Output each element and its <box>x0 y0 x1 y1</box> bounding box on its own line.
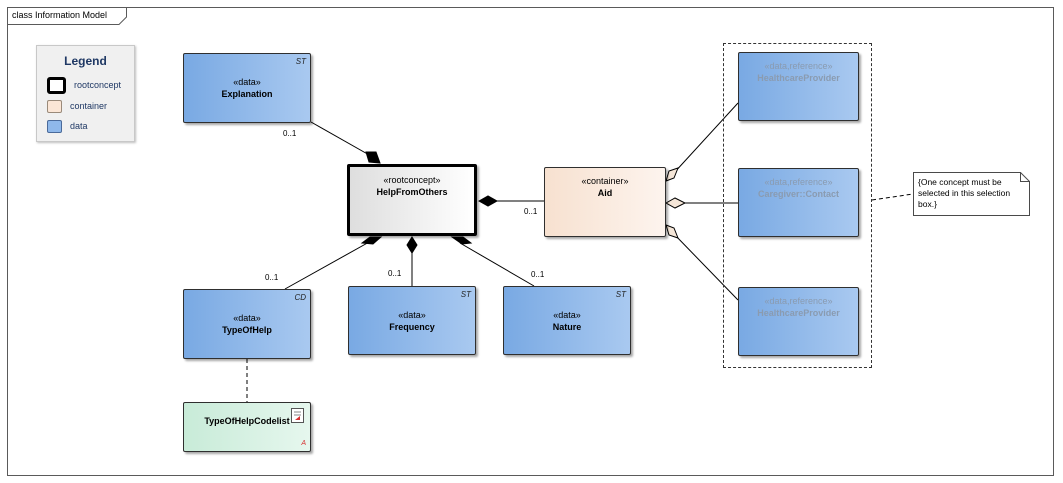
class-name: Aid <box>597 188 613 198</box>
stereotype: «rootconcept» <box>383 175 441 185</box>
assoc-explanation <box>310 121 372 157</box>
stereotype: «data,reference» <box>764 177 833 187</box>
legend-item-container: container <box>47 99 107 113</box>
note-text: {One concept must be selected in this se… <box>918 177 1011 209</box>
diamond-ref-1 <box>665 167 679 182</box>
stereotype: «data» <box>398 310 426 320</box>
class-explanation[interactable]: ST «data» Explanation <box>183 53 311 123</box>
assoc-nature <box>459 242 535 287</box>
legend-title: Legend <box>64 54 107 68</box>
class-name: HelpFromOthers <box>376 187 448 197</box>
legend-item-data: data <box>47 119 88 133</box>
type-tag: ST <box>295 57 306 66</box>
class-name: Explanation <box>221 89 273 99</box>
type-tag: ST <box>460 290 471 299</box>
stereotype: «data,reference» <box>764 61 833 71</box>
note-fold-icon <box>1020 172 1030 182</box>
diamond-aid <box>477 195 499 207</box>
class-typeofhelp[interactable]: CD «data» TypeOfHelp <box>183 289 311 359</box>
type-tag: ST <box>615 290 626 299</box>
legend-swatch-container <box>47 99 62 113</box>
assoc-typeofhelp <box>284 240 372 290</box>
diamond-frequency <box>406 236 418 254</box>
legend-label-rootconcept: rootconcept <box>74 80 122 90</box>
diamond-explanation <box>365 151 381 164</box>
class-healthcareprovider-2[interactable]: «data,reference» HealthcareProvider <box>738 287 859 356</box>
constraint-note[interactable]: {One concept must be selected in this se… <box>913 172 1030 216</box>
class-name: Caregiver::Contact <box>757 189 840 199</box>
stereotype: «data» <box>233 77 261 87</box>
type-tag: CD <box>294 293 306 302</box>
class-typeofhelpcodelist[interactable]: A TypeOfHelpCodelist <box>183 402 311 452</box>
legend-swatch-data <box>47 119 62 133</box>
assoc-ref-3 <box>672 232 739 301</box>
legend-label-data: data <box>70 121 88 131</box>
class-helpfromothers[interactable]: «rootconcept» HelpFromOthers <box>347 164 477 236</box>
multiplicity-typeofhelp: 0..1 <box>265 273 279 282</box>
class-name: Frequency <box>389 322 435 332</box>
assoc-ref-1 <box>672 102 739 175</box>
stereotype: «data,reference» <box>764 296 833 306</box>
note-link <box>871 193 914 201</box>
stereotype: «container» <box>581 176 629 186</box>
diagram-frame <box>7 7 1054 476</box>
multiplicity-nature: 0..1 <box>531 270 545 279</box>
multiplicity-aid: 0..1 <box>524 207 538 216</box>
stereotype: «data» <box>553 310 581 320</box>
diamond-nature <box>450 236 473 245</box>
class-caregiver-contact[interactable]: «data,reference» Caregiver::Contact <box>738 168 859 237</box>
document-icon <box>291 408 304 423</box>
class-aid[interactable]: «container» Aid <box>544 167 666 237</box>
class-name: TypeOfHelpCodelist <box>204 416 290 426</box>
frame-tab <box>7 7 127 25</box>
frame-title: class Information Model <box>12 10 108 20</box>
stereotype: «data» <box>233 313 261 323</box>
class-name: HealthcareProvider <box>757 308 840 318</box>
diamond-ref-3 <box>665 224 679 239</box>
diamond-typeofhelp <box>360 236 383 245</box>
class-name: Nature <box>552 322 582 332</box>
legend-swatch-rootconcept <box>47 76 66 94</box>
legend-label-container: container <box>70 101 108 111</box>
diamond-ref-2 <box>664 197 687 209</box>
artifact-marker-icon: A <box>301 440 306 447</box>
class-nature[interactable]: ST «data» Nature <box>503 286 631 355</box>
selection-box <box>723 43 872 368</box>
legend: Legend rootconcept container data <box>36 45 135 142</box>
class-healthcareprovider-1[interactable]: «data,reference» HealthcareProvider <box>738 52 859 121</box>
legend-item-rootconcept: rootconcept <box>47 76 122 94</box>
multiplicity-frequency: 0..1 <box>388 269 402 278</box>
class-name: TypeOfHelp <box>222 325 272 335</box>
class-frequency[interactable]: ST «data» Frequency <box>348 286 476 355</box>
class-name: HealthcareProvider <box>757 73 840 83</box>
multiplicity-explanation: 0..1 <box>283 129 297 138</box>
